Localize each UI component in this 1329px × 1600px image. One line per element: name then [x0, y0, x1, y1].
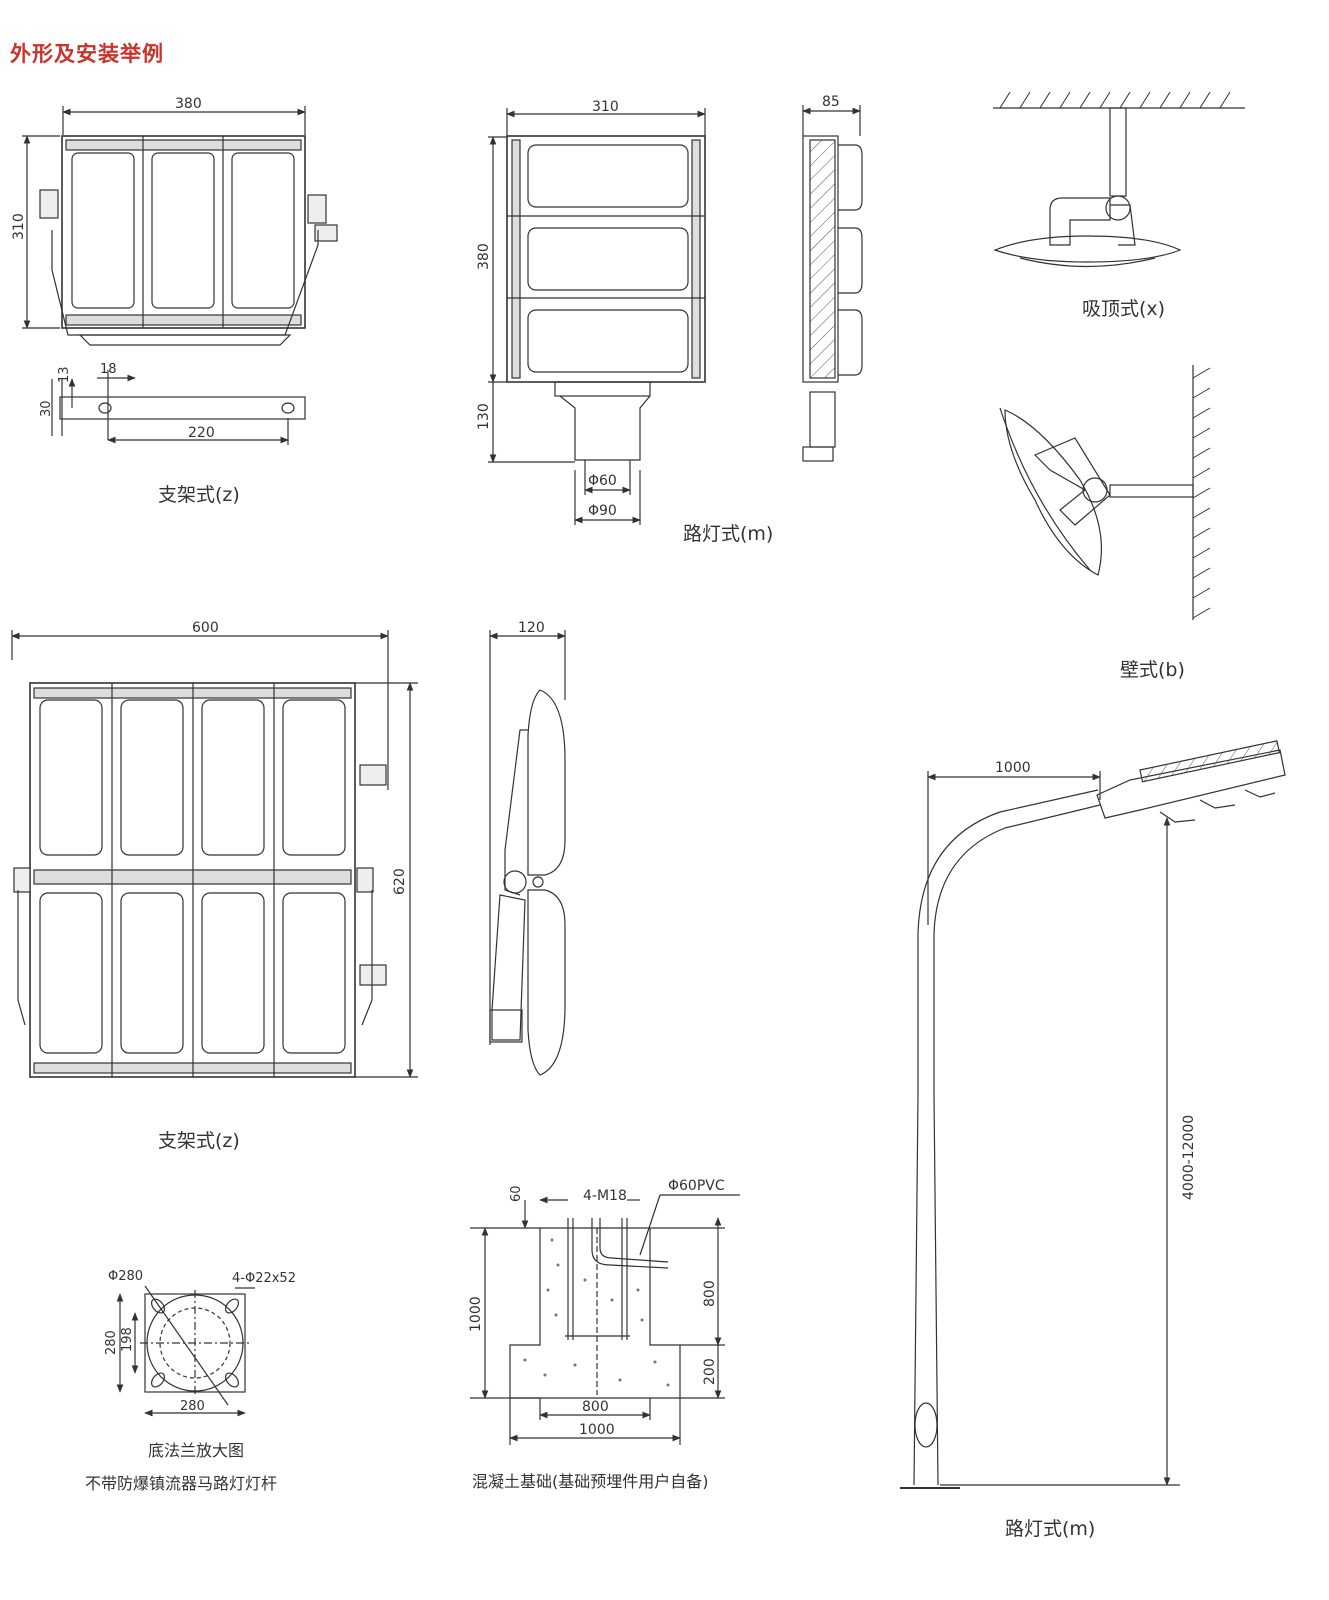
dim-phi60: Φ60	[588, 473, 617, 489]
dim-flange-phi280: Φ280	[108, 1269, 143, 1284]
bracket-small-drawing	[22, 106, 338, 445]
dim-pole-height: 4000-12000	[1181, 1115, 1197, 1200]
dim-18: 18	[100, 362, 117, 377]
dim-600: 600	[192, 620, 219, 636]
dim-found-pvc: Φ60PVC	[668, 1178, 725, 1194]
dim-found-m18: 4-M18	[583, 1188, 627, 1204]
dim-380: 380	[175, 96, 202, 112]
dim-phi90: Φ90	[588, 503, 617, 519]
pole-drawing	[900, 740, 1286, 1489]
bracket-large-drawing	[11, 630, 566, 1078]
caption-pole: 路灯式(m)	[1005, 1518, 1096, 1540]
dim-13: 13	[57, 366, 72, 383]
dim-found-1000-v: 1000	[468, 1296, 484, 1332]
dim-m380: 380	[476, 243, 492, 270]
dim-flange-280-h: 280	[180, 1399, 205, 1414]
dim-found-800-v: 800	[702, 1280, 718, 1307]
caption-flange-1: 底法兰放大图	[148, 1441, 245, 1460]
dim-m130: 130	[476, 403, 492, 430]
dim-620: 620	[392, 868, 408, 895]
flange-drawing	[116, 1285, 255, 1417]
dim-30: 30	[39, 400, 54, 417]
wall-drawing	[999, 365, 1211, 620]
dim-found-200: 200	[702, 1358, 718, 1385]
foundation-drawing	[470, 1194, 740, 1445]
dim-pole-1000: 1000	[995, 760, 1031, 776]
caption-flange-2: 不带防爆镇流器马路灯灯杆	[85, 1474, 278, 1493]
dim-flange-198: 198	[120, 1327, 135, 1352]
street-small-drawing	[488, 105, 863, 525]
caption-bracket-small: 支架式(z)	[158, 484, 240, 506]
dim-220: 220	[188, 425, 215, 441]
caption-bracket-large: 支架式(z)	[158, 1130, 240, 1152]
caption-foundation: 混凝土基础(基础预埋件用户自备)	[472, 1472, 709, 1491]
dim-flange-280-v: 280	[104, 1330, 119, 1355]
caption-ceiling: 吸顶式(x)	[1082, 298, 1166, 320]
dim-120: 120	[518, 620, 545, 636]
dim-found-1000-h: 1000	[579, 1422, 615, 1438]
ceiling-drawing	[993, 91, 1245, 268]
page-title: 外形及安装举例	[10, 42, 164, 66]
dim-m310: 310	[592, 99, 619, 115]
dim-found-800-h: 800	[582, 1399, 609, 1415]
caption-street-small: 路灯式(m)	[683, 523, 774, 545]
dim-310: 310	[11, 213, 27, 240]
caption-wall: 壁式(b)	[1120, 659, 1185, 681]
dim-found-60: 60	[509, 1185, 524, 1202]
dim-flange-holes: 4-Φ22x52	[232, 1271, 296, 1286]
dim-85: 85	[822, 94, 840, 110]
